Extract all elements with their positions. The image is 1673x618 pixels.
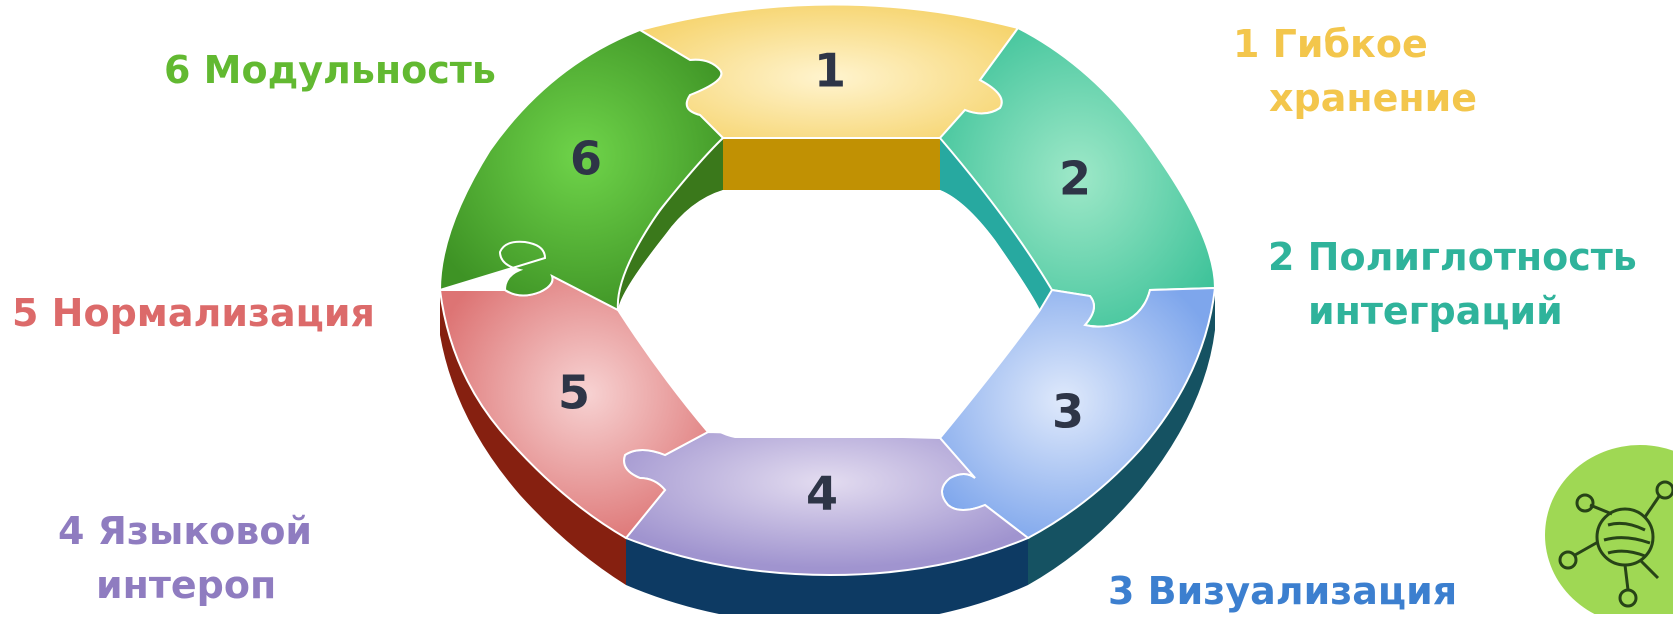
label-2-line-1: 2 Полиглотность <box>1268 230 1637 284</box>
label-5-line-1: 5 Нормализация <box>12 286 375 340</box>
segment-number-1: 1 <box>814 44 846 98</box>
label-6-modularity: 6 Модульность <box>164 43 496 97</box>
label-1-line-2: хранение <box>1233 71 1477 125</box>
label-4-line-1: 4 Языковой <box>58 504 312 558</box>
segment-number-2: 2 <box>1059 152 1091 206</box>
label-4-language-interop: 4 Языковой интероп <box>58 504 312 612</box>
label-6-line-1: 6 Модульность <box>164 43 496 97</box>
segment-number-3: 3 <box>1052 385 1084 439</box>
label-2-line-2: интеграций <box>1268 284 1637 338</box>
segment-1-inner-wall <box>723 138 940 190</box>
segment-number-4: 4 <box>806 467 838 521</box>
label-3-visualization: 3 Визуализация <box>1108 564 1457 618</box>
label-1-flexible-storage: 1 Гибкое хранение <box>1233 17 1477 125</box>
segment-number-6: 6 <box>570 132 602 186</box>
label-1-line-1: 1 Гибкое <box>1233 17 1477 71</box>
label-4-line-2: интероп <box>58 558 312 612</box>
segment-number-5: 5 <box>558 366 590 420</box>
label-5-normalization: 5 Нормализация <box>12 286 375 340</box>
label-3-line-1: 3 Визуализация <box>1108 564 1457 618</box>
label-2-polyglot-integrations: 2 Полиглотность интеграций <box>1268 230 1637 338</box>
network-icon <box>1545 445 1673 614</box>
